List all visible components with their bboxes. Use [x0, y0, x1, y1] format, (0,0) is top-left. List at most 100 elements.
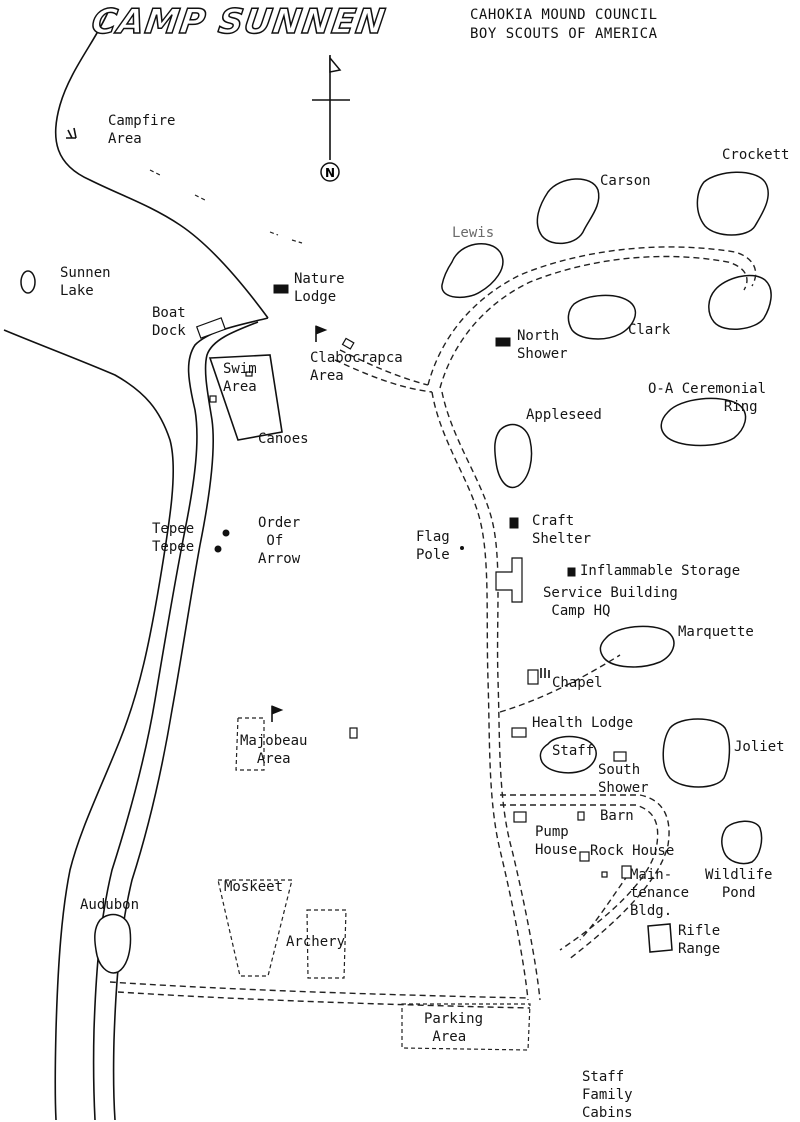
river-channel-west [92, 317, 269, 1120]
label-maintenance-bldg: Main- tenance Bldg. [630, 867, 690, 919]
swim-area-outline [208, 354, 283, 441]
label-moskeet: Moskeet [224, 879, 284, 895]
label-north-shower: North Shower [517, 328, 568, 362]
label-rifle-range: Rifle Range [678, 923, 721, 957]
south-shower-building [613, 751, 627, 762]
staff-shape [539, 735, 597, 774]
majobeau-marker [349, 727, 358, 739]
label-inflammable-storage: Inflammable Storage [580, 563, 741, 579]
label-health-lodge: Health Lodge [532, 715, 634, 731]
label-south-shower: South Shower [598, 762, 649, 796]
chapel-building [527, 669, 539, 685]
wildlife-pond-shape [721, 820, 763, 865]
label-pump-house: Pump House [535, 824, 578, 858]
label-marquette: Marquette [678, 624, 754, 640]
appleseed-shape [494, 423, 533, 489]
clabocrapca-marker [341, 337, 355, 350]
compass-letter: N [325, 166, 335, 180]
map-title: CAMP SUNNEN [88, 1, 389, 43]
north-cabin-shape [708, 274, 772, 330]
lake-shoreline [54, 11, 269, 319]
label-barn: Barn [600, 808, 634, 824]
majobeau-outline [235, 717, 265, 771]
road-main-2 [441, 391, 541, 1001]
pump-house-building [577, 811, 585, 821]
label-tepee-1: Tepee [152, 521, 195, 537]
road-chapel [499, 654, 621, 713]
road-parking-2 [117, 991, 531, 1009]
council-line-1: CAHOKIA MOUND COUNCIL [470, 7, 658, 23]
label-rock-house: Rock House [590, 843, 675, 859]
compass [312, 55, 350, 182]
lewis-shape [441, 243, 504, 299]
tepee-2-marker [214, 545, 222, 553]
label-sunnen-lake: Sunnen Lake [60, 265, 111, 299]
label-archery: Archery [286, 934, 346, 950]
label-oa-ceremonial-ring: O-A Ceremonial Ring [648, 381, 767, 415]
label-clark: Clark [628, 322, 671, 338]
clark-shape [567, 294, 637, 340]
boat-dock-shape [195, 317, 227, 339]
crockett-shape [696, 171, 769, 236]
council-line-2: BOY SCOUTS OF AMERICA [470, 26, 658, 42]
label-majobeau-area: Majobeau Area [240, 733, 308, 767]
road-north-2 [439, 255, 748, 389]
archery-outline [306, 909, 347, 979]
label-crockett: Crockett [722, 147, 790, 163]
label-joliet: Joliet [734, 739, 785, 755]
council-heading: CAHOKIA MOUND COUNCIL BOY SCOUTS OF AMER… [470, 6, 658, 44]
label-audubon: Audubon [80, 897, 140, 913]
road-clabocrapca [339, 349, 429, 386]
label-staff-family-cabins: Staff Family Cabins [582, 1069, 633, 1121]
road-clabocrapca-2 [334, 359, 433, 393]
craft-shelter-building [509, 517, 519, 529]
road-south-loop-2 [500, 804, 659, 951]
moskeet-outline [217, 879, 293, 977]
lake-shoreline-lower [3, 329, 175, 1120]
inflammable-storage-building [567, 567, 576, 577]
label-canoes: Canoes [258, 431, 309, 447]
river-channel-east [112, 321, 259, 1120]
sunnen-lake-marker [20, 270, 36, 294]
label-swim-area: Swim Area [223, 361, 257, 395]
compass-n-circle [320, 162, 340, 182]
label-parking-area: Parking Area [424, 1011, 484, 1045]
label-boat-dock: Boat Dock [152, 305, 186, 339]
flag-clabocrapca [315, 325, 328, 342]
audubon-shape [94, 913, 132, 974]
label-campfire-area: Campfire Area [108, 113, 176, 147]
tepee-1-marker [222, 529, 230, 537]
road-parking [109, 981, 529, 999]
rock-house-building [579, 851, 590, 862]
carson-shape [536, 178, 600, 245]
parking-area-outline [401, 1003, 531, 1051]
nature-lodge-building [273, 284, 289, 294]
label-service-building: Service Building Camp HQ [543, 585, 678, 619]
label-wildlife-pond: Wildlife Pond [705, 867, 773, 901]
joliet-shape [662, 718, 731, 788]
label-craft-shelter: Craft Shelter [532, 513, 592, 547]
label-order-of-arrow: Order Of Arrow [258, 515, 301, 567]
barn-building [513, 811, 527, 823]
north-shower-building [495, 337, 511, 347]
label-chapel: Chapel [552, 675, 603, 691]
health-lodge-building [511, 727, 527, 738]
label-carson: Carson [600, 173, 651, 189]
road-north [427, 246, 757, 386]
label-staff: Staff [552, 743, 595, 759]
label-lewis: Lewis [452, 225, 495, 241]
service-building-shape [495, 557, 523, 603]
label-clabocrapca-area: Clabocrapca Area [310, 350, 403, 384]
oa-ring-shape [660, 397, 747, 447]
label-flag-pole: Flag Pole [416, 529, 450, 563]
flag-majobeau [271, 705, 284, 722]
rifle-range-shape [647, 923, 673, 953]
flag-pole-marker [460, 546, 464, 550]
label-appleseed: Appleseed [526, 407, 602, 423]
marquette-shape [599, 625, 675, 668]
road-main [431, 391, 529, 1001]
label-nature-lodge: Nature Lodge [294, 271, 345, 305]
label-tepee-2: Tepee [152, 539, 195, 555]
maintenance-building [621, 865, 632, 879]
